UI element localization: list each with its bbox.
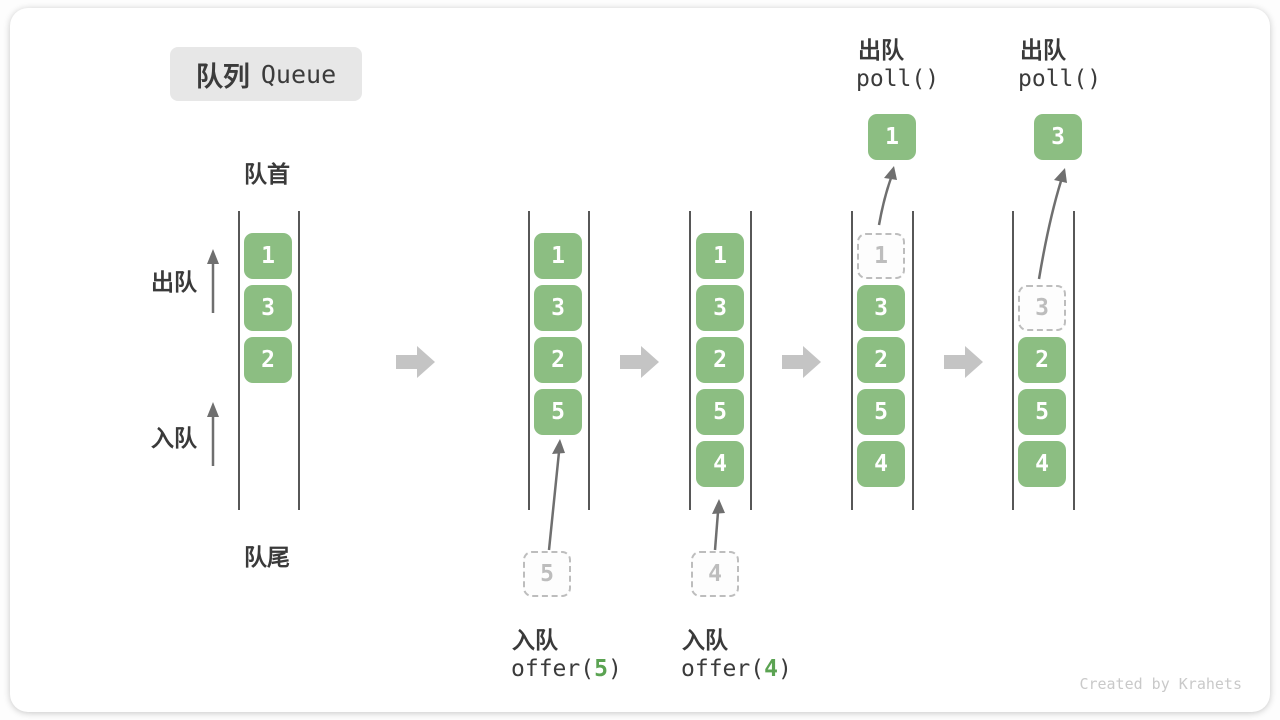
queue-wall <box>689 211 691 510</box>
queue-wall <box>750 211 752 510</box>
queue-cell: 5 <box>857 389 905 435</box>
queue-wall <box>238 211 240 510</box>
queue-cell: 3 <box>244 285 292 331</box>
queue-cell: 1 <box>244 233 292 279</box>
queue-cell: 2 <box>244 337 292 383</box>
queue-cell-ghost: 3 <box>1018 285 1066 331</box>
next-step-arrow-icon <box>782 346 821 378</box>
queue-cell: 2 <box>534 337 582 383</box>
pending-cell: 5 <box>523 551 571 597</box>
queue-cell: 1 <box>696 233 744 279</box>
queue-cell: 2 <box>1018 337 1066 383</box>
queue-cell: 4 <box>857 441 905 487</box>
dequeue-up-arrow-icon <box>207 249 219 313</box>
enqueue-op-label: 入队 <box>682 628 728 654</box>
enqueue-flow-arrow-icon <box>547 439 565 551</box>
queue-wall <box>1012 211 1014 510</box>
next-step-arrow-icon <box>620 346 659 378</box>
next-step-arrow-icon <box>944 346 983 378</box>
next-step-arrow-icon <box>396 346 435 378</box>
watermark: Created by Krahets <box>1079 675 1242 693</box>
queue-cell: 5 <box>534 389 582 435</box>
enqueue-flow-arrow-icon <box>712 499 725 551</box>
queue-cell: 4 <box>1018 441 1066 487</box>
enqueue-op-label: 入队 <box>512 628 558 654</box>
dequeue-op-label: 出队 <box>1020 38 1066 64</box>
dequeue-flow-arrow-icon <box>1037 168 1067 280</box>
code-arg: 5 <box>594 656 608 682</box>
queue-wall <box>588 211 590 510</box>
code-prefix: offer( <box>681 656 765 682</box>
queue-cell: 3 <box>857 285 905 331</box>
queue-cell: 2 <box>857 337 905 383</box>
enqueue-side-label: 入队 <box>151 426 197 452</box>
dequeue-op-label: 出队 <box>858 38 904 64</box>
title-zh: 队列 <box>195 61 250 93</box>
queue-cell: 4 <box>696 441 744 487</box>
polled-cell: 1 <box>868 114 916 160</box>
enqueue-op-code: offer(4) <box>681 656 792 682</box>
dequeue-side-label: 出队 <box>151 270 197 296</box>
queue-cell: 2 <box>696 337 744 383</box>
queue-cell: 3 <box>534 285 582 331</box>
code-suffix: ) <box>777 656 792 682</box>
queue-wall <box>298 211 300 510</box>
pending-cell: 4 <box>691 551 739 597</box>
code-prefix: offer( <box>511 656 595 682</box>
polled-cell: 3 <box>1034 114 1082 160</box>
queue-wall <box>851 211 853 510</box>
queue-cell: 5 <box>696 389 744 435</box>
queue-rear-label: 队尾 <box>244 545 290 571</box>
queue-cell-ghost: 1 <box>857 233 905 279</box>
queue-wall <box>528 211 530 510</box>
code-suffix: ) <box>607 656 622 682</box>
queue-cell: 5 <box>1018 389 1066 435</box>
title-badge: 队列 Queue <box>170 47 362 101</box>
enqueue-up-arrow-icon <box>207 402 219 466</box>
queue-cell: 1 <box>534 233 582 279</box>
enqueue-op-code: offer(5) <box>511 656 622 682</box>
code-arg: 4 <box>764 656 778 682</box>
queue-front-label: 队首 <box>244 162 290 188</box>
dequeue-flow-arrow-icon <box>877 166 897 226</box>
queue-wall <box>912 211 914 510</box>
queue-wall <box>1073 211 1075 510</box>
dequeue-op-code: poll() <box>856 66 940 92</box>
title-en: Queue <box>260 59 337 89</box>
queue-cell: 3 <box>696 285 744 331</box>
dequeue-op-code: poll() <box>1018 66 1102 92</box>
